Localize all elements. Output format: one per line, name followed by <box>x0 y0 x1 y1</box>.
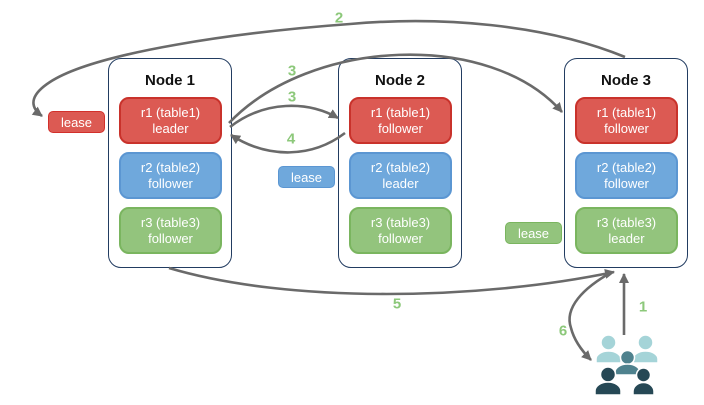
replica-role: follower <box>148 175 193 191</box>
replica-name: r1 (table1) <box>140 104 201 120</box>
step-label-2: 2 <box>334 9 344 27</box>
node2-replica-r3-follower: r3 (table3) follower <box>349 207 452 254</box>
lease-badge-table3: lease <box>505 222 562 244</box>
person-icon <box>594 366 622 396</box>
node1-replica-r3-follower: r3 (table3) follower <box>119 207 222 254</box>
replica-role: follower <box>378 230 423 246</box>
node2-replica-r2-leader: r2 (table2) leader <box>349 152 452 199</box>
node3-replica-r2-follower: r2 (table2) follower <box>575 152 678 199</box>
node3-replica-r3-leader: r3 (table3) leader <box>575 207 678 254</box>
person-icon <box>595 334 622 364</box>
step-label-3b: 3 <box>287 88 297 106</box>
node1-replica-r2-follower: r2 (table2) follower <box>119 152 222 199</box>
replica-name: r2 (table2) <box>596 159 657 175</box>
person-icon <box>632 367 655 396</box>
replica-role: follower <box>148 230 193 246</box>
node3-replica-r1-follower: r1 (table1) follower <box>575 97 678 144</box>
replica-name: r2 (table2) <box>140 159 201 175</box>
step-label-6: 6 <box>558 322 568 340</box>
replica-role: leader <box>152 120 189 136</box>
replica-name: r2 (table2) <box>370 159 431 175</box>
replica-name: r3 (table3) <box>140 214 201 230</box>
node-3-card: Node 3 r1 (table1) follower r2 (table2) … <box>564 58 688 268</box>
replica-role: leader <box>608 230 645 246</box>
replica-role: leader <box>382 175 419 191</box>
users-icon <box>594 334 659 396</box>
node-1-card: Node 1 r1 (table1) leader r2 (table2) fo… <box>108 58 232 268</box>
node-2-card: Node 2 r1 (table1) follower r2 (table2) … <box>338 58 462 268</box>
replica-name: r3 (table3) <box>596 214 657 230</box>
person-icon <box>632 334 659 364</box>
person-icon <box>614 349 641 376</box>
replica-role: follower <box>604 175 649 191</box>
node2-replica-r1-follower: r1 (table1) follower <box>349 97 452 144</box>
node-2-title: Node 2 <box>374 72 425 89</box>
lease-badge-table1: lease <box>48 111 105 133</box>
replica-role: follower <box>604 120 649 136</box>
step-label-5: 5 <box>392 295 402 313</box>
lease-badge-table2: lease <box>278 166 335 188</box>
replica-name: r1 (table1) <box>596 104 657 120</box>
arrow-step-6-node3-to-users <box>568 270 613 361</box>
arrow-step-3-leader-to-node2-follower <box>229 104 339 129</box>
node1-replica-r1-leader: r1 (table1) leader <box>119 97 222 144</box>
step-label-3a: 3 <box>287 62 297 80</box>
node-3-title: Node 3 <box>600 72 651 89</box>
replica-role: follower <box>378 120 423 136</box>
replica-name: r3 (table3) <box>370 214 431 230</box>
step-label-1: 1 <box>638 298 648 316</box>
arrow-step-5-node1-to-node3 <box>168 266 615 296</box>
replica-name: r1 (table1) <box>370 104 431 120</box>
step-label-4: 4 <box>286 130 296 148</box>
node-1-title: Node 1 <box>144 72 195 89</box>
